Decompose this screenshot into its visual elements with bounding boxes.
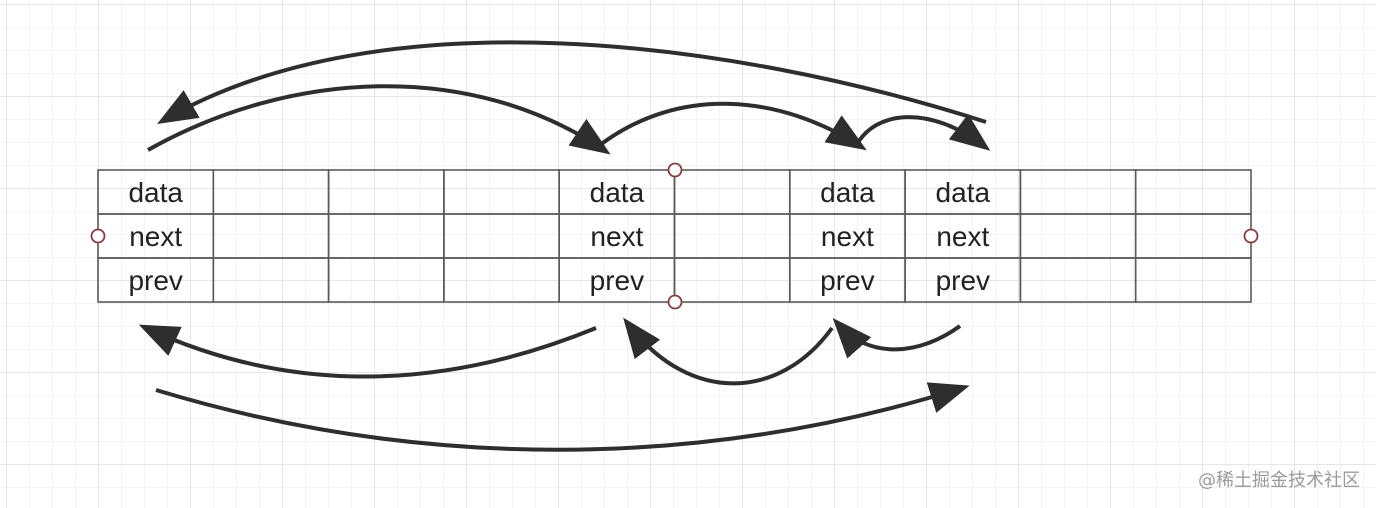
cell-10-next [1134, 213, 1252, 259]
cell-label-next: next [590, 221, 643, 252]
cell-label-prev: prev [590, 265, 644, 296]
arrow-next-1 [147, 84, 611, 155]
cell-10-prev [1134, 257, 1252, 303]
cell-label-prev: prev [820, 265, 874, 296]
cell-label-data: data [820, 177, 875, 208]
cell-4-data [443, 169, 560, 215]
cell-label-prev: prev [936, 265, 990, 296]
arrow-prev-3 [832, 318, 962, 359]
cell-9-prev [1019, 257, 1137, 303]
cell-3-prev [327, 257, 445, 303]
cell-2-prev [212, 257, 330, 303]
arrow-next-2 [598, 101, 867, 151]
cell-label-next: next [821, 221, 874, 252]
cell-9-data [1019, 169, 1137, 215]
cell-9-next [1019, 213, 1137, 259]
arrow-layer [138, 40, 991, 452]
arrow-prev-1 [138, 324, 597, 379]
cell-6-next [673, 213, 791, 259]
handle-left[interactable] [90, 228, 106, 244]
cell-4-prev [443, 257, 560, 303]
cell-label-prev: prev [128, 265, 182, 296]
cell-10-data [1134, 169, 1252, 215]
cell-3-next [327, 213, 445, 259]
arrow-prev-wrap [155, 382, 970, 452]
cell-label-data: data [590, 177, 645, 208]
arrow-next-wrap [157, 40, 987, 125]
cell-6-data [673, 169, 791, 215]
selection-handles [90, 162, 1259, 310]
cell-3-data [327, 169, 445, 215]
handle-right[interactable] [1243, 228, 1259, 244]
cell-4-next [443, 213, 560, 259]
cell-6-prev [673, 257, 791, 303]
cell-2-next [212, 213, 330, 259]
node-table: data next prev data next prev data next prev data… [97, 169, 1252, 303]
cell-label-next: next [129, 221, 182, 252]
cell-label-data: data [128, 177, 183, 208]
cell-2-data [212, 169, 330, 215]
watermark: @稀土掘金技术社区 [1198, 470, 1360, 491]
handle-bottom[interactable] [667, 294, 683, 310]
cell-label-data: data [936, 177, 991, 208]
cell-label-next: next [936, 221, 989, 252]
arrow-next-3 [854, 113, 991, 151]
arrow-prev-2 [623, 317, 834, 386]
handle-top[interactable] [667, 162, 683, 178]
